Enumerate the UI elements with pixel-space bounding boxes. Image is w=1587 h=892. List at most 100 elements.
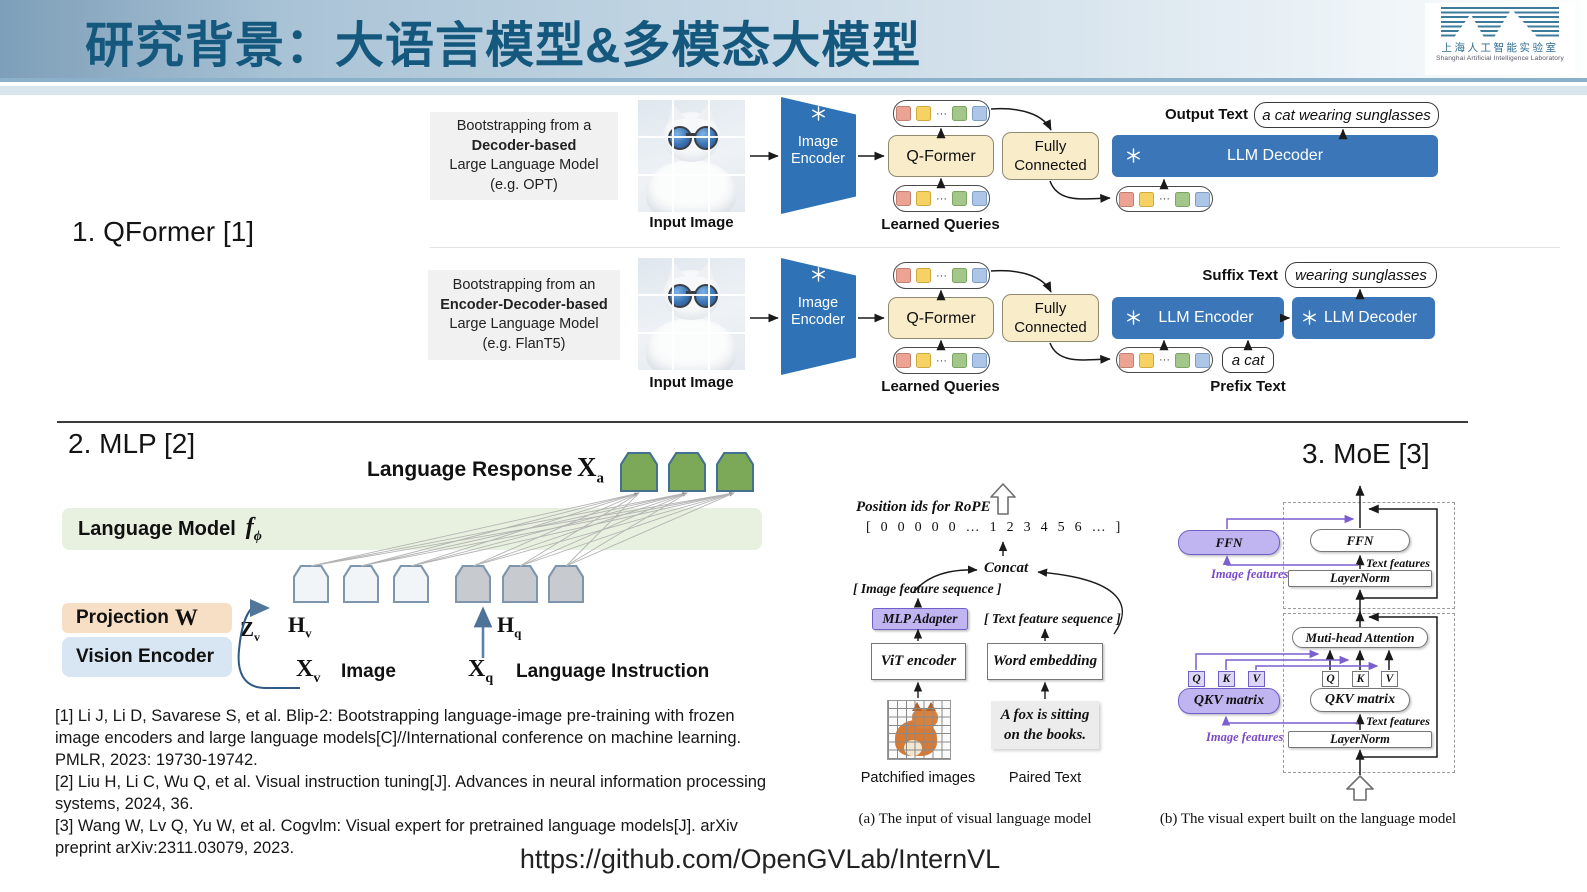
reference-line: image encoders and large language models… xyxy=(55,729,742,747)
word-embedding-box: Word embedding xyxy=(987,643,1103,680)
rope-label: Position ids for RoPE xyxy=(856,499,991,515)
reference-line: [2] Liu H, Li C, Wu Q, et al. Visual ins… xyxy=(55,773,767,791)
reference-line: systems, 2024, 36. xyxy=(55,795,194,813)
v-box-text: V xyxy=(1381,671,1398,687)
token-strip: ··· xyxy=(1116,186,1213,212)
vision-encoder-box: Vision Encoder xyxy=(62,637,232,677)
learned-queries-label-2: Learned Queries xyxy=(881,378,1000,395)
logo-en-text: Shanghai Artificial Intelligence Laborat… xyxy=(1436,55,1564,62)
blip2-row2-description: Bootstrapping from an Encoder-Decoder-ba… xyxy=(428,270,620,360)
text-features-label-2: Text features xyxy=(1366,714,1430,728)
token-strip: ··· xyxy=(893,185,990,212)
q-box-image: Q xyxy=(1188,671,1205,687)
github-url-link[interactable]: https://github.com/OpenGVLab/InternVL xyxy=(519,844,1001,874)
k-box-text: K xyxy=(1352,671,1369,687)
visual-token xyxy=(293,565,329,603)
frozen-snowflake-icon xyxy=(1303,310,1316,325)
reference-line: [3] Wang W, Lv Q, Yu W, et al. Cogvlm: V… xyxy=(55,817,738,835)
image-encoder-2: Image Encoder xyxy=(781,258,856,375)
caption-b: (b) The visual expert built on the langu… xyxy=(1159,811,1457,827)
section-1-heading: 1. QFormer [1] xyxy=(72,216,255,247)
position-ids: [ 0 0 0 0 0 … 1 2 3 4 5 6 … ] xyxy=(866,520,1122,535)
xa-symbol: Xa xyxy=(577,452,604,487)
k-box-image: K xyxy=(1218,671,1235,687)
qformer-box-1: Q-Former xyxy=(888,135,994,177)
response-token xyxy=(668,452,706,492)
llm-encoder: LLM Encoder xyxy=(1112,297,1284,339)
image-features-label-2: Image features xyxy=(1206,730,1284,744)
concat-label: Concat xyxy=(984,560,1029,576)
frozen-snowflake-icon xyxy=(1127,310,1140,325)
projection-box: Projection W xyxy=(62,603,232,633)
qformer-box-2: Q-Former xyxy=(888,297,994,339)
blip2-row-divider xyxy=(430,247,1560,248)
title-banner xyxy=(0,0,1587,82)
cat-input-image xyxy=(638,258,745,370)
image-features-label-1: Image features xyxy=(1211,567,1289,581)
token-strip: ··· xyxy=(893,100,990,127)
page-title: 研究背景：大语言模型&多模态大模型 xyxy=(85,19,922,73)
section-2-heading: 2. MLP [2] xyxy=(68,428,196,459)
layernorm-box-1: LayerNorm xyxy=(1288,570,1432,587)
input-image-label-2: Input Image xyxy=(649,374,734,391)
vit-encoder-box: ViT encoder xyxy=(871,643,966,680)
logo-mountain-icon xyxy=(1441,7,1559,39)
reference-line: preprint arXiv:2311.03079, 2023. xyxy=(55,839,295,857)
zv-symbol: Zv xyxy=(240,617,261,645)
reference-line: [1] Li J, Li D, Savarese S, et al. Blip-… xyxy=(55,707,735,725)
header-divider-strip xyxy=(0,86,1587,95)
frozen-snowflake-icon xyxy=(812,106,825,121)
layernorm-box-2: LayerNorm xyxy=(1288,731,1432,748)
language-model-band: Language Model fϕ xyxy=(62,508,762,550)
text-features-label-1: Text features xyxy=(1366,556,1430,570)
qkv-matrix-image-box: QKV matrix xyxy=(1178,688,1280,714)
xq-symbol: Xq xyxy=(468,656,494,686)
output-text-label: Output Text xyxy=(1164,106,1248,123)
hq-symbol: Hq xyxy=(497,612,522,641)
frozen-snowflake-icon xyxy=(812,267,825,282)
output-text-value: a cat wearing sunglasses xyxy=(1254,102,1439,128)
main-section-divider xyxy=(57,421,1468,423)
hv-symbol: Hv xyxy=(288,612,312,641)
references-block: [1] Li J, Li D, Savarese S, et al. Blip-… xyxy=(55,705,766,859)
prefix-text-value: a cat xyxy=(1222,347,1274,373)
image-label: Image xyxy=(341,661,396,682)
text-feature-seq-label: [ Text feature sequence ] xyxy=(984,611,1121,626)
response-token xyxy=(716,452,754,492)
image-encoder-1: Image Encoder xyxy=(781,97,856,214)
multi-head-attention-box: Muti-head Attention xyxy=(1292,627,1428,648)
shanghai-ai-lab-logo: 上海人工智能实验室 Shanghai Artificial Intelligen… xyxy=(1425,3,1575,75)
language-response-label: Language Response xyxy=(367,458,573,481)
section-3-heading: 3. MoE [3] xyxy=(1302,438,1430,469)
logo-cn-text: 上海人工智能实验室 xyxy=(1441,42,1559,54)
patchified-fox-image xyxy=(887,700,951,760)
paired-text-label: Paired Text xyxy=(1008,770,1082,786)
text-token xyxy=(455,565,491,603)
input-image-label-1: Input Image xyxy=(649,214,734,231)
v-box-image: V xyxy=(1248,671,1265,687)
token-strip: ··· xyxy=(893,262,990,289)
suffix-text-label: Suffix Text xyxy=(1202,267,1278,284)
frozen-snowflake-icon xyxy=(1127,148,1140,163)
image-ffn-box: FFN xyxy=(1178,530,1280,555)
learned-queries-label-1: Learned Queries xyxy=(881,216,1000,233)
visual-token xyxy=(393,565,429,603)
reference-line: PMLR, 2023: 19730-19742. xyxy=(55,751,258,769)
token-strip: ··· xyxy=(893,347,990,374)
cat-input-image xyxy=(638,100,745,212)
upper-dashed-block xyxy=(1283,502,1455,609)
language-instruction-label: Language Instruction xyxy=(516,661,710,682)
caption-a: (a) The input of visual language model xyxy=(858,811,1092,827)
llm-decoder-1: LLM Decoder xyxy=(1112,135,1438,177)
text-token xyxy=(502,565,538,603)
visual-token xyxy=(343,565,379,603)
suffix-text-value: wearing sunglasses xyxy=(1285,262,1437,288)
qkv-matrix-text-box: QKV matrix xyxy=(1310,688,1410,712)
text-ffn-box: FFN xyxy=(1310,529,1410,552)
f-phi-symbol: fϕ xyxy=(245,513,262,544)
blip2-row1-description: Bootstrapping from a Decoder-based Large… xyxy=(430,112,618,200)
token-strip: ··· xyxy=(1116,347,1213,373)
